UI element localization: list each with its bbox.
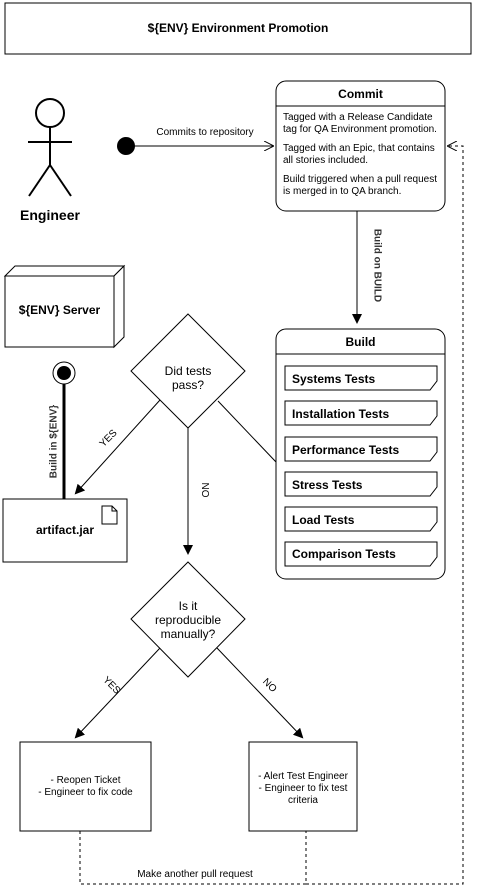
load-tests-card (284, 506, 438, 532)
decision1-no-label: NO (199, 482, 210, 498)
loop-edge[interactable] (306, 146, 464, 885)
performance-tests-card (284, 436, 438, 462)
installation-tests-card (284, 400, 438, 426)
loop-bracket (79, 831, 307, 885)
alert-test-engineer-box[interactable] (248, 741, 358, 832)
comparison-tests-label: Comparison Tests (292, 547, 396, 561)
loop-label: Make another pull request (120, 869, 270, 881)
decision2-no-edge[interactable] (216, 647, 304, 739)
stress-tests-label: Stress Tests (292, 478, 363, 492)
reopen-line1: - Reopen Ticket (50, 775, 121, 786)
alert-test-engineer-text: - Alert Test Engineer - Engineer to fix … (249, 771, 357, 807)
decision1-line2: pass? (171, 378, 205, 392)
commit-box[interactable] (275, 80, 446, 212)
decision2-line3: manually? (160, 627, 216, 641)
decision2-line1: Is it (178, 599, 198, 613)
decision2-label: Is it reproducible manually? (143, 599, 233, 641)
engineer-label: Engineer (20, 207, 80, 223)
title-box[interactable] (4, 2, 472, 55)
engineer-actor-icon[interactable] (28, 98, 72, 197)
commit-note-1: Tagged with a Release Candidate tag for … (283, 112, 437, 135)
stress-tests-card (284, 471, 438, 497)
installation-tests-label: Installation Tests (292, 407, 390, 421)
page-title: ${ENV} Environment Promotion (147, 21, 329, 35)
document-icon (101, 505, 118, 525)
decision2-yes-edge[interactable] (74, 647, 161, 739)
decision2-line2: reproducible (154, 613, 222, 627)
build-title: Build (345, 335, 376, 349)
commit-title: Commit (338, 87, 383, 101)
systems-tests-label: Systems Tests (292, 372, 376, 386)
deploy-end-inner (57, 366, 71, 380)
alert-line3: criteria (287, 795, 318, 806)
decision1-yes-edge[interactable] (74, 399, 161, 495)
alert-line2: - Engineer to fix test (258, 783, 348, 794)
reopen-ticket-text: - Reopen Ticket - Engineer to fix code (20, 775, 151, 799)
server-node[interactable] (3, 264, 126, 349)
artifact-label: artifact.jar (35, 523, 95, 537)
commit-note-2: Tagged with an Epic, that contains all s… (283, 143, 435, 166)
alert-line1: - Alert Test Engineer (258, 771, 348, 782)
deploy-edge-label: Build in ${ENV} (48, 404, 60, 479)
performance-tests-label: Performance Tests (292, 443, 400, 457)
commit-edge-label: Commits to repository (156, 127, 254, 138)
comparison-tests-card (284, 541, 438, 567)
commit-notes: Tagged with a Release Candidate tag for … (283, 112, 441, 205)
decision1-build-connector (217, 400, 277, 463)
systems-tests-card (284, 365, 438, 391)
decision1-line1: Did tests (164, 364, 212, 378)
decision1-label: Did tests pass? (148, 364, 228, 392)
commit-note-3: Build triggered when a pull request is m… (283, 174, 437, 197)
reopen-ticket-box[interactable] (19, 741, 152, 832)
server-label: ${ENV} Server (18, 303, 101, 317)
load-tests-label: Load Tests (292, 513, 355, 527)
build-edge-label: Build on BUILD (371, 228, 383, 303)
decision-reproducible[interactable] (130, 561, 246, 678)
reopen-line2: - Engineer to fix code (38, 787, 133, 798)
